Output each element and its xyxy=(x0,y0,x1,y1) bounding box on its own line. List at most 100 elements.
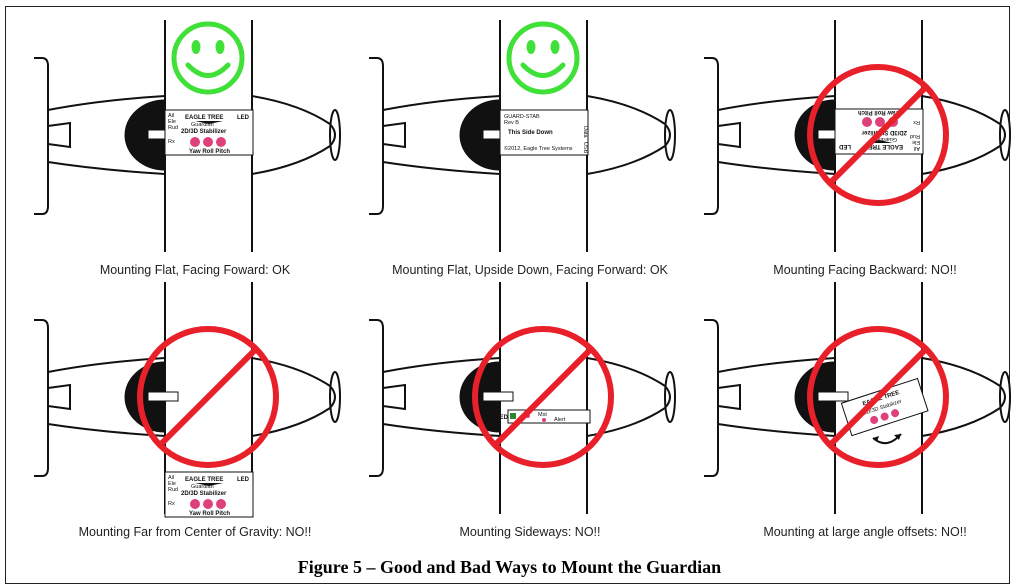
canopy xyxy=(459,99,501,171)
prohibited-slash xyxy=(157,346,259,448)
tail-stabilizer xyxy=(704,319,719,477)
ok-smiley-icon xyxy=(171,21,245,95)
panel-caption: Mounting Flat, Upside Down, Facing Forwa… xyxy=(392,263,668,277)
board-port-ele: Ele xyxy=(168,119,176,125)
propeller xyxy=(329,371,341,423)
propeller xyxy=(999,371,1011,423)
prohibited-ring xyxy=(807,326,949,468)
board-brand: EAGLE TREE xyxy=(185,477,223,483)
board-port-ail: Ail xyxy=(914,145,920,151)
fuselage-edge xyxy=(382,161,501,175)
board-rev: Rev B xyxy=(504,120,519,126)
prohibited-icon xyxy=(807,326,949,468)
propeller xyxy=(999,109,1011,161)
board-trim-pot xyxy=(870,415,879,424)
fuselage-edge xyxy=(382,95,501,111)
board-led-light xyxy=(510,413,516,419)
board-body xyxy=(840,377,929,437)
board-product: Guardian xyxy=(191,122,214,128)
board-port-rx: Rx xyxy=(168,139,175,145)
fuselage-slot xyxy=(482,391,514,402)
prohibited-slash xyxy=(827,84,929,186)
board-trim-pot xyxy=(203,137,213,147)
fuselage-nose xyxy=(586,357,671,437)
prohibited-slash xyxy=(492,346,594,448)
board-axes: Yaw Roll Pitch xyxy=(858,109,899,115)
prohibited-ring xyxy=(472,326,614,468)
ok-smiley-icon xyxy=(506,21,580,95)
board-led: LED xyxy=(237,115,250,121)
board-brand: EAGLE TREE xyxy=(185,115,223,121)
board-product: Guardian xyxy=(874,136,897,142)
prohibited-ring xyxy=(807,64,949,206)
board-copyright: ©2012, Eagle Tree Systems xyxy=(504,145,573,152)
board-dot xyxy=(542,418,546,422)
tail-stabilizer xyxy=(369,57,384,215)
smiley-eye xyxy=(526,40,536,54)
panel-caption: Mounting Far from Center of Gravity: NO!… xyxy=(78,525,312,539)
fuselage-nose xyxy=(586,95,671,175)
smiley-face xyxy=(171,21,245,95)
fuselage-tail xyxy=(382,383,406,411)
board-body xyxy=(164,109,254,156)
smiley-eye xyxy=(191,40,201,54)
panel-caption: Mounting Facing Backward: NO!! xyxy=(773,263,957,277)
smiley-mouth xyxy=(185,62,231,78)
board-trim-pot xyxy=(891,409,900,418)
board-model: GUARD-STAB xyxy=(504,114,540,120)
fuselage-nose xyxy=(251,95,336,175)
board-body xyxy=(499,109,589,156)
prohibited-ring xyxy=(137,326,279,468)
fuselage-nose xyxy=(251,357,336,437)
smiley-eye xyxy=(550,40,560,54)
board-trim-pot xyxy=(216,137,226,147)
fuselage-nose xyxy=(921,357,1006,437)
board-port-ail: Ail xyxy=(168,113,174,119)
panel-caption: Mounting Sideways: NO!! xyxy=(459,525,601,539)
board-port-rx: Rx xyxy=(913,119,920,125)
panel-caption: Mounting Flat, Facing Foward: OK xyxy=(99,263,291,277)
fuselage-tail xyxy=(382,121,406,149)
board-trim-pot xyxy=(875,117,885,127)
board-port-ail: Ail xyxy=(168,475,174,481)
propeller xyxy=(664,109,676,161)
tail-stabilizer xyxy=(34,57,49,215)
board-led: LED xyxy=(237,477,250,483)
board-mst: Mst xyxy=(538,412,547,418)
board-port-ele: Ele xyxy=(912,139,920,145)
tail-stabilizer xyxy=(704,57,719,215)
board-trim-pot xyxy=(216,499,226,509)
smiley-mouth xyxy=(520,62,566,78)
board-trim-pot xyxy=(203,499,213,509)
board-led: LED xyxy=(838,143,851,149)
board-axes: Yaw Roll Pitch xyxy=(189,511,230,517)
smiley-face xyxy=(506,21,580,95)
fuselage-nose xyxy=(921,95,1006,175)
fuselage-tail xyxy=(717,383,741,411)
fuselage-edge xyxy=(47,95,166,111)
board-data-label: Data xyxy=(582,126,588,139)
propeller xyxy=(329,109,341,161)
board-trim-pot xyxy=(862,117,872,127)
prohibited-icon xyxy=(472,326,614,468)
board-alert: Alert xyxy=(554,417,566,423)
board-trim-pot xyxy=(190,137,200,147)
panel-caption: Mounting at large angle offsets: NO!! xyxy=(763,525,967,539)
airplane-outline xyxy=(369,282,676,514)
fuselage-tail xyxy=(47,121,71,149)
prohibited-icon xyxy=(807,64,949,206)
board-port-rud: Rud xyxy=(168,125,178,131)
